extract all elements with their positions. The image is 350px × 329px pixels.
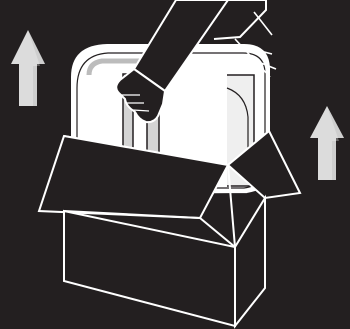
unboxing-illustration	[0, 0, 350, 329]
illustration-svg	[0, 0, 350, 329]
